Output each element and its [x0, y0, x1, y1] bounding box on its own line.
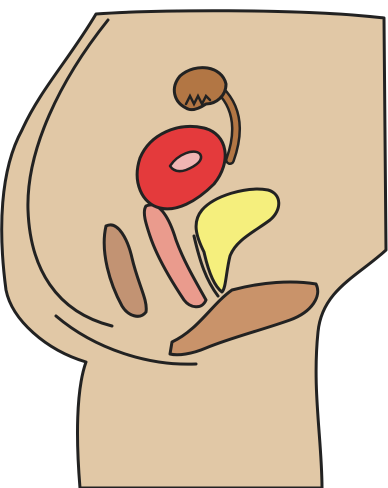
pelvis-diagram	[0, 0, 388, 488]
